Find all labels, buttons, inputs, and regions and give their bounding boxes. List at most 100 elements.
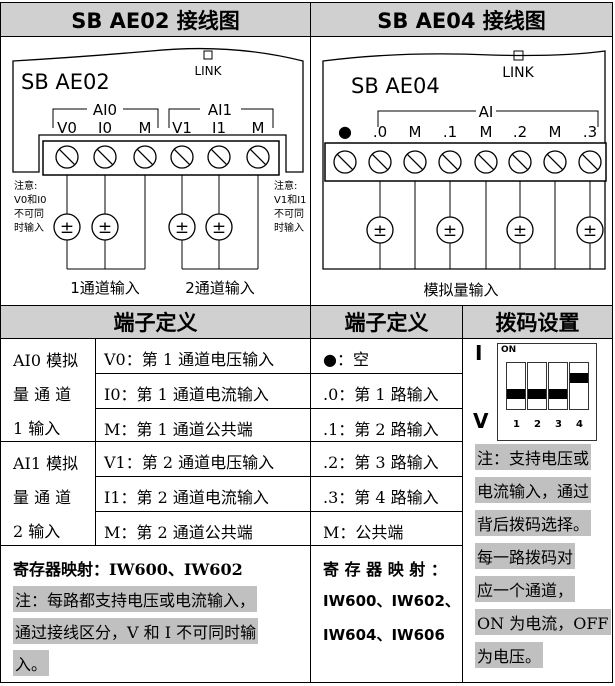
terminal-definition: I1：第 2 通道电流输入: [104, 488, 269, 507]
channel-2-caption: 2通道输入: [185, 279, 255, 297]
terminal-label: V1: [172, 119, 192, 137]
dip-note-line: 应一个通道，: [475, 576, 576, 602]
terminal-def-row: .2：第 3 路输入: [310, 441, 463, 477]
source-symbol: ±: [373, 221, 387, 241]
terminal-def-row: I0：第 1 通道电流输入: [95, 373, 311, 409]
terminal-def-left-header: 端子定义: [0, 305, 311, 339]
left-register-cell: 寄存器映射：IW600、IW602 注：每路都支持电压或电流输入， 通过接线区分…: [0, 545, 311, 683]
current-source-icon: [506, 216, 534, 244]
terminal-label: .3: [583, 123, 597, 141]
link-led-icon: [513, 50, 524, 61]
terminal-definition: .1：第 2 路输入: [323, 420, 439, 439]
channel-group-label: 2 输入: [13, 522, 61, 541]
dip-note-line: 背后拨码选择。: [475, 510, 592, 536]
group-label-ai0: AI0: [93, 101, 117, 119]
register-mapping-right: 寄 存 器 映 射 ：: [323, 560, 447, 579]
source-symbol: ±: [175, 218, 189, 238]
module-outline: [322, 50, 606, 270]
module-model-label: SB AE04: [351, 74, 440, 98]
dip-switch-2[interactable]: [527, 362, 547, 410]
note-right: 注意:: [274, 179, 297, 192]
current-source-icon: [205, 213, 233, 241]
dip-switch-3[interactable]: [548, 362, 568, 410]
channel-group-label-cell: AI1 模拟量 通 道 2 输入: [0, 441, 96, 546]
terminal-def-row: .0：第 1 路输入: [310, 373, 463, 409]
note-right: 不可同: [274, 208, 304, 220]
dip-number: 3: [555, 419, 562, 430]
dip-switch-1[interactable]: [506, 362, 526, 410]
terminal-label: .0: [373, 123, 387, 141]
note-line: 入。: [13, 650, 50, 676]
screw-slot: [581, 153, 599, 171]
dip-knob: [528, 389, 546, 399]
link-label: LINK: [502, 65, 534, 81]
source-symbol: ±: [98, 218, 112, 238]
terminal-label: M: [549, 123, 562, 141]
note-line: 通过接线区分，V 和 I 不可同时输: [13, 618, 259, 644]
screw-slot: [477, 153, 495, 171]
module-model-label: SB AE02: [21, 70, 110, 94]
dip-note-line: 为电压。: [475, 642, 544, 668]
channel-group-label: 量 通 道: [13, 488, 72, 507]
dip-knob: [507, 389, 525, 399]
screw-slot: [546, 153, 564, 171]
note-left: 注意:: [14, 179, 37, 192]
terminal-label: M: [409, 123, 422, 141]
current-source-icon: [576, 216, 604, 244]
current-source-icon: [366, 216, 394, 244]
dip-switch-4[interactable]: [569, 362, 589, 410]
terminal-definition: M：第 2 通道公共端: [104, 523, 253, 542]
screw-slot: [406, 153, 424, 171]
register-mapping-right: IW600、IW602、: [323, 592, 460, 610]
screw-slot: [511, 153, 529, 171]
right-register-cell: 寄 存 器 映 射 ： IW600、IW602、 IW604、IW606: [310, 545, 463, 683]
dip-note-line: 电流输入，通过: [475, 477, 592, 503]
note-left: 时输入: [14, 221, 44, 234]
dip-note-line: 注：支持电压或: [475, 444, 592, 470]
dip-label-i: I: [475, 341, 483, 365]
screw-slot: [249, 148, 267, 166]
screw-slot: [96, 148, 114, 166]
terminal-definition: V1：第 2 通道电压输入: [104, 453, 275, 472]
channel-group-label: AI0 模拟: [13, 351, 79, 370]
dip-knob: [549, 389, 567, 399]
source-symbol: ±: [513, 221, 527, 241]
terminal-definition: .0：第 1 路输入: [323, 385, 439, 404]
ae02-header: SB AE02 接线图: [0, 2, 311, 37]
channel-1-caption: 1通道输入: [70, 279, 140, 297]
analog-input-caption: 模拟量输入: [423, 281, 498, 299]
terminal-label: I1: [212, 119, 226, 137]
dip-number: 1: [513, 419, 520, 430]
terminal-def-row: V1：第 2 通道电压输入: [95, 441, 311, 477]
group-label-ai: AI: [479, 103, 494, 121]
terminal-def-row: M：第 2 通道公共端: [95, 511, 311, 546]
ai1-bracket: [168, 108, 274, 128]
dip-label-v: V: [473, 409, 489, 433]
dip-number: 4: [576, 419, 583, 430]
terminal-definition: M：公共端: [323, 523, 404, 542]
channel-group-label: 1 输入: [13, 419, 61, 438]
terminal-label: I0: [98, 119, 112, 137]
screw-slot: [371, 153, 389, 171]
channel-group-label: AI1 模拟: [13, 454, 79, 473]
terminal-def-row: .1：第 2 路输入: [310, 408, 463, 442]
screw-slot: [441, 153, 459, 171]
dip-setting-header: 拨码设置: [462, 305, 613, 339]
screw-slot: [173, 148, 191, 166]
terminal-label: M: [139, 119, 152, 137]
link-label: LINK: [194, 64, 222, 78]
terminal-definition: M：第 1 通道公共端: [104, 420, 253, 439]
note-line: 注：每路都支持电压或电流输入，: [13, 586, 258, 612]
source-symbol: ±: [60, 218, 74, 238]
terminal-label: M: [480, 123, 493, 141]
terminal-definition: ●：空: [323, 350, 369, 369]
note-right: 时输入: [274, 221, 304, 234]
note-left: 不可同: [14, 208, 44, 220]
